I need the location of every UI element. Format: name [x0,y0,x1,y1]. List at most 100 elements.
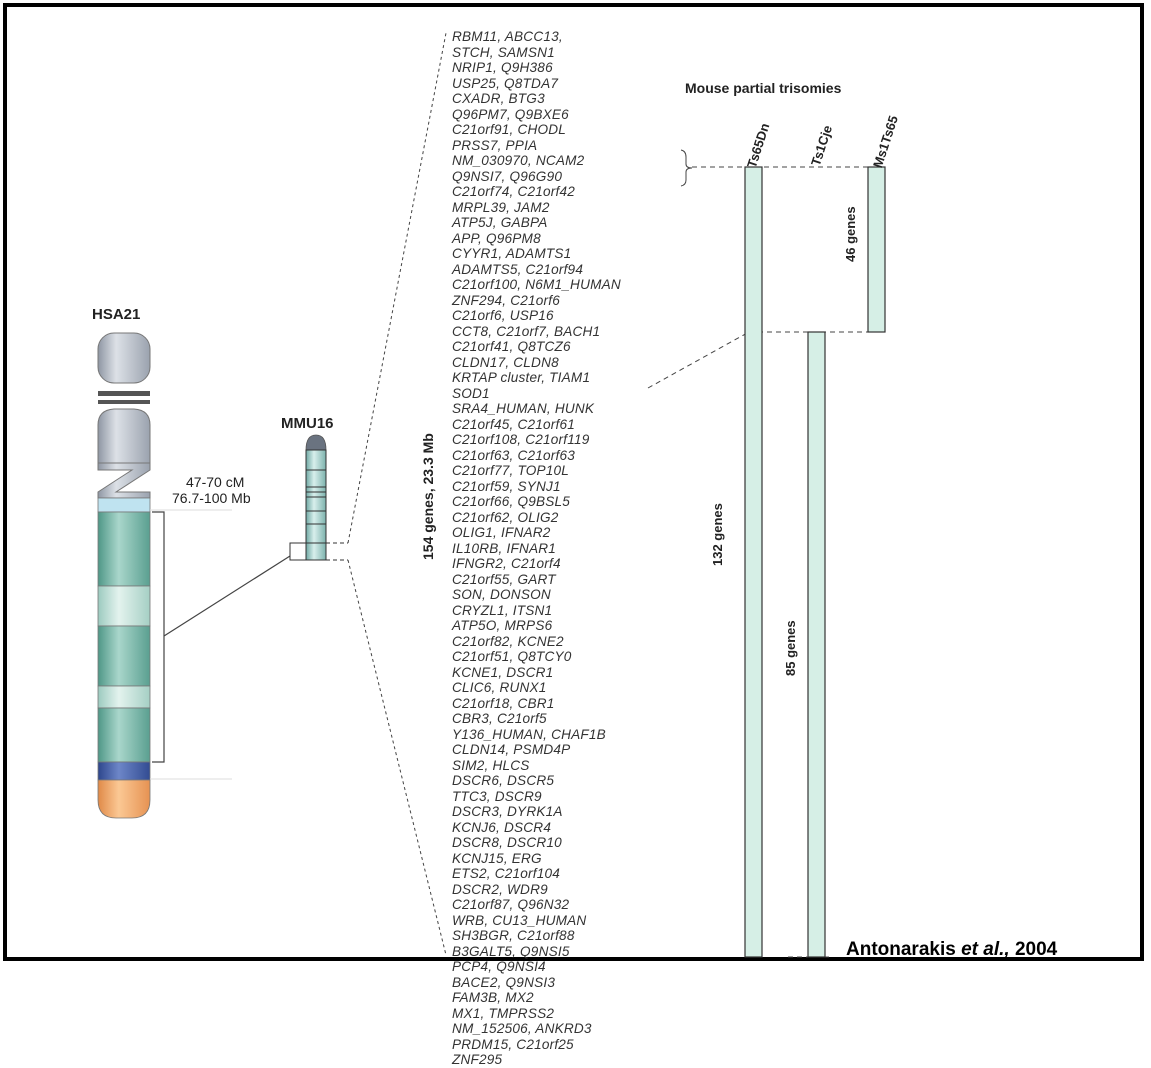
gene-pair: CRYZL1, ITSN1 [452,602,553,618]
gene-pair: C21orf82, KCNE2 [452,633,564,649]
gene-pair: C21orf66, Q9BSL5 [452,494,571,509]
hsa21-short-arm-tip [97,332,151,384]
gene-pair: RBM11, ABCC13, [452,29,563,44]
mmu16-label: MMU16 [281,415,334,432]
gene-pair: DSCR2, WDR9 [452,881,548,897]
gene-pair: ETS2, C21orf104 [452,866,561,881]
gene-pair: CBR3, C21orf5 [452,711,547,726]
gene-pair: CCT8, C21orf7, BACH1 [452,323,601,339]
figure-frame [3,3,1144,961]
gene-pair: C21orf62, OLIG2 [452,509,559,525]
gene-pair: B3GALT5, Q9NSI5 [452,943,570,959]
gene-pair: NRIP1, Q9H386 [452,60,553,75]
gene-pair: STCH, SAMSN1 [452,44,555,60]
gene-pair: PRSS7, PPIA [452,137,538,153]
gene-pair: C21orf87, Q96N32 [452,897,570,912]
gene-pair: PRDM15, C21orf25 [452,1036,574,1052]
gene-pair: CLIC6, RUNX1 [452,680,547,695]
gene-pair: MRPL39, JAM2 [452,199,550,215]
gene-pair: IFNGR2, C21orf4 [452,556,561,571]
gene-pair: SIM2, HLCS [452,757,530,773]
gene-pair: SRA4_HUMAN, HUNK [452,401,595,416]
expansion-line-top [347,32,447,544]
gene-pair: ZNF295 [452,1052,503,1067]
sod1-boundary-guide [647,331,750,389]
gene-pair: ATP5J, GABPA [452,215,548,230]
gene-pair: CXADR, BTG3 [452,91,545,106]
mmu16-chromosome [289,434,348,561]
gene-pair: TTC3, DSCR9 [452,788,542,804]
hsa21-label: HSA21 [92,306,141,323]
gene-pair: C21orf74, C21orf42 [452,184,575,199]
gene-pair: KRTAP cluster, TIAM1 [452,370,591,385]
gene-pair: C21orf91, CHODL [452,122,567,137]
gene-pair: CLDN17, CLDN8 [452,354,559,370]
region-summary-label: 154 genes, 23.3 Mb [420,433,436,560]
count-ms1ts65: 46 genes [843,206,858,262]
gene-pair: IL10RB, IFNAR1 [452,540,557,556]
gene-pair: NM_152506, ANKRD3 [452,1021,592,1036]
diagram-canvas [97,32,886,958]
ts1cje-bar [807,331,826,958]
hsa21-orange-tip [97,779,151,819]
gene-pair: OLIG1, IFNAR2 [452,525,551,540]
gene-pair: KCNJ15, ERG [452,850,542,866]
ms1ts65-bar [867,166,886,333]
citation-year: 2004 [1009,939,1058,960]
hsa21-long-arm-band [97,685,151,709]
gene-pair: ADAMTS5, C21orf94 [452,261,584,277]
hsa21-long-arm-band [97,625,151,687]
gene-pair: DSCR8, DSCR10 [452,835,562,850]
gene-pair: CLDN14, PSMD4P [452,742,571,757]
hsa21-short-arm [97,408,151,464]
gene-pair: WRB, CU13_HUMAN [452,912,587,928]
citation: Antonarakis et al., 2004 [846,939,1057,961]
gene-pair: C21orf41, Q8TCZ6 [452,339,571,354]
count-ts65dn: 132 genes [710,503,725,566]
count-ts1cje: 85 genes [783,620,798,676]
hsa21-long-arm-band [97,585,151,627]
gene-pair: C21orf45, C21orf61 [452,416,575,432]
gene-pair: MX1, TMPRSS2 [452,1005,555,1021]
gene-pair: C21orf18, CBR1 [452,695,555,711]
gene-pair: Y136_HUMAN, CHAF1B [452,726,606,742]
gene-pair: C21orf59, SYNJ1 [452,478,561,494]
trisomies-title: Mouse partial trisomies [685,80,842,96]
gene-pair: USP25, Q8TDA7 [452,75,559,91]
gene-pair: Q96PM7, Q9BXE6 [452,106,569,122]
gene-pair: CYYR1, ADAMTS1 [452,246,572,261]
gene-pair: C21orf6, USP16 [452,308,554,323]
hsa21-region-bracket [152,511,165,763]
hsa21-blue-band [97,761,151,781]
gene-pair: BACE2, Q9NSI3 [452,974,556,990]
ts65dn-bar [744,166,763,958]
hsa21-satellite-band [98,400,150,404]
hsa21-to-mmu16-connector [163,555,291,637]
gene-pair: SOD1 [452,385,490,401]
citation-etal: et al., [961,939,1010,960]
hsa21-chromosome [97,332,232,819]
gene-pair: ATP5O, MRPS6 [452,618,553,633]
gene-pair: C21orf100, N6M1_HUMAN [452,277,621,292]
gene-pair: NM_030970, NCAM2 [452,153,585,168]
gene-pair: Q9NSI7, Q96G90 [452,168,563,184]
mmu16-centromere-cap [305,434,327,451]
gene-pair: SH3BGR, C21orf88 [452,928,575,943]
gene-pair: KCNE1, DSCR1 [452,664,554,680]
gene-pair: C21orf55, GART [452,571,556,587]
hsa21-long-arm-band [97,511,151,587]
gene-pair: ZNF294, C21orf6 [452,292,561,308]
gene-pair: APP, Q96PM8 [452,230,541,246]
region-cm-label: 47-70 cM [186,474,245,490]
hsa21-long-arm-band [97,707,151,763]
gene-pair: C21orf77, TOP10L [452,463,570,478]
hsa21-long-arm-light [97,497,151,513]
gene-pair: DSCR6, DSCR5 [452,773,555,788]
citation-authors: Antonarakis [846,939,962,960]
gene-pair: C21orf63, C21orf63 [452,447,575,463]
gene-pair: FAM3B, MX2 [452,990,534,1005]
region-mb-label: 76.7-100 Mb [172,490,251,506]
gene-pair: C21orf51, Q8TCY0 [452,649,572,664]
hsa21-centromere [97,462,151,499]
